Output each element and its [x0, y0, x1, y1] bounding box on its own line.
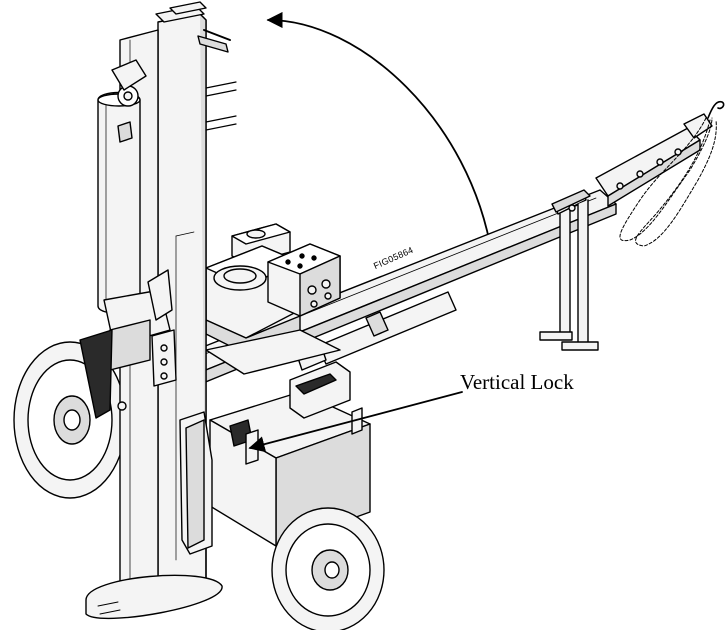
- callout-arrow: [248, 391, 463, 453]
- control-valve: [79, 269, 177, 419]
- rear-support-stand: [539, 189, 599, 351]
- base-frame: [205, 329, 371, 547]
- rotation-arrow: [266, 11, 498, 257]
- splitting-wedge: [179, 411, 213, 555]
- hitch-hook: [707, 100, 725, 119]
- column-top-head: [155, 1, 237, 131]
- vertical-lock-label: Vertical Lock: [460, 370, 574, 394]
- right-wheel: [271, 507, 385, 630]
- safety-chains: [619, 117, 717, 247]
- foot-plate: [85, 574, 223, 620]
- column-hydraulic-cylinder: [97, 59, 147, 315]
- tow-tongue: [595, 113, 713, 207]
